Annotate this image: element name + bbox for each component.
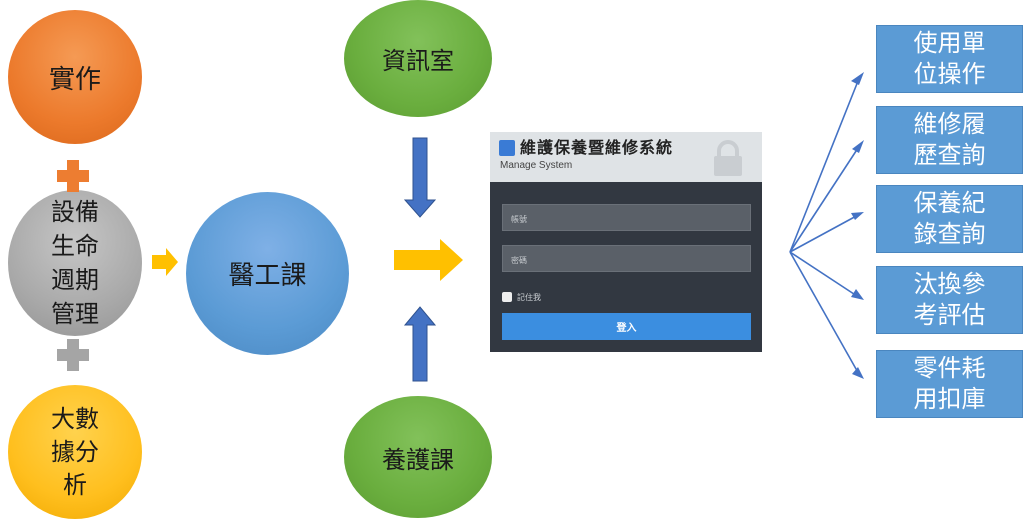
function-box-repair-line-2: 歷查詢 bbox=[913, 141, 986, 169]
yigong-node: 醫工課 bbox=[186, 192, 349, 355]
login-subtitle: Manage System bbox=[500, 160, 573, 171]
remember-checkbox[interactable] bbox=[502, 292, 512, 302]
login-header: 維護保養暨維修系統 Manage System bbox=[490, 132, 762, 182]
login-panel: 維護保養暨維修系統 Manage System 帳號 密碼 記住我 登入 bbox=[490, 132, 762, 352]
plus-icon-orange bbox=[57, 160, 89, 192]
practice-label: 實作 bbox=[48, 64, 101, 95]
function-box-repair-history: 維修履 歷查詢 bbox=[876, 106, 1023, 174]
function-box-maint-line-1: 保養紀 bbox=[913, 189, 986, 217]
bigdata-label-line-3: 析 bbox=[63, 470, 87, 499]
yigong-label: 醫工課 bbox=[228, 261, 307, 291]
lifecycle-label-line-2: 生命 bbox=[51, 232, 99, 260]
right-arrow-icon-large bbox=[394, 239, 463, 281]
up-arrow-icon bbox=[403, 306, 437, 382]
function-box-maintenance-record: 保養紀 錄查詢 bbox=[876, 185, 1023, 253]
plus-icon-gray bbox=[57, 339, 89, 371]
function-box-usage: 使用單 位操作 bbox=[876, 25, 1023, 93]
function-box-parts-line-2: 用扣庫 bbox=[913, 385, 986, 413]
down-arrow-icon bbox=[403, 137, 437, 218]
function-box-usage-line-2: 位操作 bbox=[913, 60, 986, 88]
practice-node: 實作 bbox=[8, 10, 142, 144]
bigdata-label-line-2: 據分 bbox=[51, 437, 99, 466]
lifecycle-label-line-4: 管理 bbox=[51, 300, 99, 328]
function-box-replace-line-1: 汰換參 bbox=[913, 270, 986, 298]
function-box-replacement-eval: 汰換參 考評估 bbox=[876, 266, 1023, 334]
fan-arrowheads bbox=[851, 72, 864, 379]
bigdata-label-line-1: 大數 bbox=[51, 404, 99, 433]
lock-icon bbox=[714, 140, 742, 176]
function-box-repair-line-1: 維修履 bbox=[913, 110, 986, 138]
bigdata-node: 大數 據分 析 bbox=[8, 385, 142, 519]
function-box-parts-line-1: 零件耗 bbox=[913, 354, 986, 382]
info-office-node: 資訊室 bbox=[344, 0, 492, 117]
login-title: 維護保養暨維修系統 bbox=[520, 138, 674, 157]
right-arrow-icon-small bbox=[152, 248, 178, 276]
function-box-replace-line-2: 考評估 bbox=[913, 301, 986, 329]
yanghu-node: 養護課 bbox=[344, 396, 492, 518]
password-input[interactable]: 密碼 bbox=[502, 245, 751, 272]
username-input[interactable]: 帳號 bbox=[502, 204, 751, 231]
remember-label: 記住我 bbox=[517, 293, 541, 302]
info-office-label: 資訊室 bbox=[382, 47, 454, 75]
fan-connectors bbox=[789, 75, 861, 377]
login-button[interactable]: 登入 bbox=[502, 313, 751, 340]
yanghu-label: 養護課 bbox=[382, 445, 454, 474]
function-box-parts-inventory: 零件耗 用扣庫 bbox=[876, 350, 1023, 418]
lifecycle-node: 設備 生命 週期 管理 bbox=[8, 190, 142, 336]
lifecycle-label-line-3: 週期 bbox=[51, 266, 99, 294]
function-box-maint-line-2: 錄查詢 bbox=[913, 220, 986, 248]
system-logo-icon bbox=[499, 140, 515, 156]
function-box-usage-line-1: 使用單 bbox=[913, 29, 986, 57]
lifecycle-label-line-1: 設備 bbox=[51, 198, 99, 226]
